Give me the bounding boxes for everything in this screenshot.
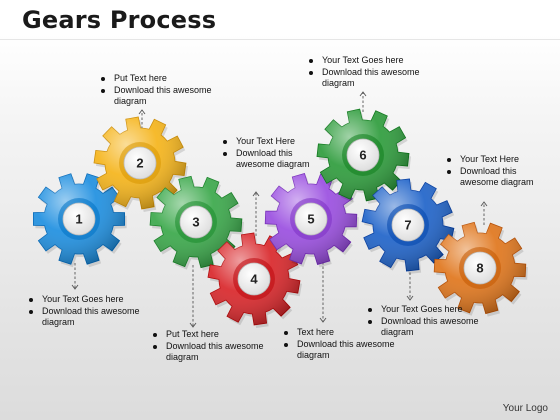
- note-gear-6: Your Text Goes here Download this awesom…: [306, 55, 422, 90]
- note-body: Download this awesome diagram: [101, 85, 219, 108]
- connector-arrow-4: [252, 191, 260, 197]
- gear-number: 4: [250, 272, 258, 287]
- note-heading: Your Text Here: [447, 154, 555, 166]
- note-gear-8: Your Text Here Download this awesome dia…: [444, 154, 555, 189]
- gear-6: 6: [316, 108, 411, 204]
- page-title: Gears Process: [22, 6, 217, 34]
- connector-arrow-1: [71, 284, 79, 290]
- gear-number: 8: [476, 261, 483, 276]
- connector-arrow-3: [189, 322, 197, 328]
- note-heading: Your Text Goes here: [309, 55, 422, 67]
- title-divider: [0, 39, 560, 40]
- gear-7: 7: [361, 178, 456, 274]
- note-body: Download this awesome diagram: [223, 148, 326, 171]
- note-body: Download this awesome diagram: [309, 67, 422, 90]
- connector-arrow-8: [480, 201, 488, 207]
- connector-layer: [71, 91, 488, 328]
- connector-arrow-7: [406, 295, 414, 301]
- gear-hub: [391, 208, 425, 242]
- gear-5: 5: [264, 173, 359, 268]
- gear-number: 2: [136, 156, 143, 171]
- note-gear-1: Your Text Goes here Download this awesom…: [26, 294, 157, 329]
- note-gear-5: Text here Download this awesome diagram: [281, 327, 402, 362]
- note-gear-4: Your Text Here Download this awesome dia…: [220, 136, 326, 171]
- note-heading: Text here: [284, 327, 402, 339]
- gear-number: 6: [359, 148, 366, 163]
- connector-arrow-6: [359, 91, 367, 97]
- gear-number: 1: [75, 212, 82, 227]
- gear-hub: [237, 262, 271, 296]
- connector-arrow-2: [138, 109, 146, 115]
- gear-number: 5: [307, 212, 314, 227]
- footer-logo-text: Your Logo: [502, 403, 548, 414]
- gear-hub: [463, 251, 497, 285]
- gear-hub: [179, 205, 213, 239]
- gear-layer: 1 2 3 4 5 6 7 8: [33, 108, 528, 328]
- gear-4: 4: [207, 232, 302, 328]
- note-body: Download this awesome diagram: [284, 339, 402, 362]
- note-heading: Your Text Goes here: [368, 304, 486, 316]
- connector-arrow-5: [319, 317, 327, 323]
- gear-number: 3: [192, 215, 199, 230]
- gear-2: 2: [93, 116, 188, 212]
- note-gear-3: Put Text here Download this awesome diag…: [150, 329, 271, 364]
- note-heading: Your Text Goes here: [29, 294, 157, 306]
- gear-hub: [62, 202, 96, 236]
- note-heading: Put Text here: [101, 73, 219, 85]
- note-heading: Put Text here: [153, 329, 271, 341]
- gear-hub: [294, 202, 328, 236]
- note-body: Download this awesome diagram: [368, 316, 486, 339]
- note-body: Download this awesome diagram: [153, 341, 271, 364]
- gear-8: 8: [433, 221, 528, 317]
- note-body: Download this awesome diagram: [29, 306, 157, 329]
- gear-number: 7: [404, 218, 411, 233]
- gear-1: 1: [33, 173, 127, 268]
- note-heading: Your Text Here: [223, 136, 326, 148]
- gear-hub: [346, 138, 380, 172]
- note-body: Download this awesome diagram: [447, 166, 555, 189]
- gear-hub: [123, 146, 157, 180]
- note-gear-2: Put Text here Download this awesome diag…: [98, 73, 219, 108]
- note-gear-7: Your Text Goes here Download this awesom…: [365, 304, 486, 339]
